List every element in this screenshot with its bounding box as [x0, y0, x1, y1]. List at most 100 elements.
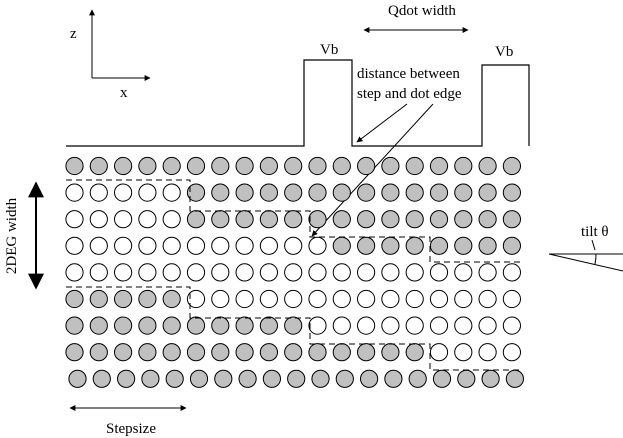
atom-filled [357, 183, 376, 202]
step-edge-upper [66, 179, 523, 263]
z-axis-label: z [70, 26, 77, 42]
barrier-profile [66, 59, 530, 147]
atom-filled [332, 236, 351, 255]
atom-filled [332, 183, 351, 202]
atom-filled [454, 210, 473, 229]
atom-filled [186, 156, 206, 176]
atom-empty [405, 263, 424, 282]
distance-label-line1: distance between [357, 66, 460, 82]
atom-empty [357, 316, 376, 335]
atom-filled [478, 210, 497, 229]
atom-filled [162, 289, 181, 309]
atom-empty [454, 316, 473, 335]
atom-filled [211, 316, 230, 335]
atom-empty [405, 316, 424, 335]
atom-filled [481, 369, 500, 388]
atom-empty [65, 183, 84, 202]
atom-filled [357, 236, 376, 255]
atom-filled [429, 236, 449, 255]
atom-filled [214, 369, 233, 388]
twodeg-width-label: 2DEG width [4, 197, 20, 274]
atom-empty [211, 289, 230, 309]
atom-filled [211, 183, 230, 202]
atom-filled [117, 369, 136, 388]
atom-filled [454, 236, 473, 255]
atom-empty [186, 236, 206, 255]
atom-empty [381, 263, 400, 282]
atom-filled [189, 369, 209, 388]
atom-filled [381, 343, 400, 362]
atom-filled [186, 183, 206, 202]
atom-filled [381, 236, 400, 255]
atom-filled [92, 369, 111, 388]
vb-right-label: Vb [495, 44, 513, 60]
atom-filled [478, 236, 497, 255]
atom-empty [138, 183, 157, 202]
atom-empty [429, 263, 449, 282]
atom-filled [186, 316, 206, 335]
atom-filled [332, 156, 351, 176]
atom-empty [186, 263, 206, 282]
atom-filled [405, 210, 424, 229]
atom-filled [259, 210, 278, 229]
atom-filled [65, 316, 84, 335]
atom-empty [478, 343, 497, 362]
atom-filled [332, 343, 351, 362]
atom-empty [478, 289, 497, 309]
atom-empty [502, 343, 521, 362]
atom-empty [235, 263, 254, 282]
atom-filled [432, 369, 452, 388]
distance-label-line2: step and dot edge [357, 86, 462, 102]
atom-filled [284, 316, 303, 335]
atom-empty [332, 289, 351, 309]
atom-empty [478, 316, 497, 335]
atom-empty [138, 236, 157, 255]
atom-filled [357, 343, 376, 362]
atom-filled [502, 210, 521, 229]
atom-empty [308, 289, 327, 309]
atom-empty [162, 183, 181, 202]
atom-empty [65, 236, 84, 255]
atom-filled [235, 343, 254, 362]
atom-empty [211, 263, 230, 282]
atom-filled [114, 289, 133, 309]
atom-empty [381, 289, 400, 309]
atom-filled [238, 369, 257, 388]
atom-empty [114, 183, 133, 202]
atom-filled [311, 369, 330, 388]
atom-filled [138, 156, 157, 176]
atom-empty [502, 289, 521, 309]
atom-filled [502, 236, 521, 255]
atom-empty [89, 236, 108, 255]
atom-empty [89, 263, 108, 282]
atom-filled [478, 156, 497, 176]
atom-empty [284, 263, 303, 282]
atom-filled [114, 316, 133, 335]
atom-filled [259, 156, 278, 176]
atom-empty [429, 289, 449, 309]
atom-filled [408, 369, 427, 388]
atom-filled [429, 183, 449, 202]
atom-filled [235, 210, 254, 229]
coordinate-axes: z x [70, 9, 151, 101]
atom-filled [259, 183, 278, 202]
atom-filled [186, 210, 206, 229]
atom-empty [186, 289, 206, 309]
tilt-label: tilt θ [581, 224, 609, 240]
tilt-line [548, 253, 623, 272]
atom-filled [454, 183, 473, 202]
atom-empty [114, 236, 133, 255]
atom-empty [381, 316, 400, 335]
atom-empty [162, 210, 181, 229]
atom-filled [335, 369, 354, 388]
atom-filled [405, 343, 424, 362]
atom-empty [162, 236, 181, 255]
atom-empty [357, 263, 376, 282]
atom-filled [65, 343, 84, 362]
atom-empty [308, 236, 327, 255]
atom-filled [308, 343, 327, 362]
atom-empty [138, 263, 157, 282]
atom-filled [165, 369, 184, 388]
atom-empty [211, 236, 230, 255]
